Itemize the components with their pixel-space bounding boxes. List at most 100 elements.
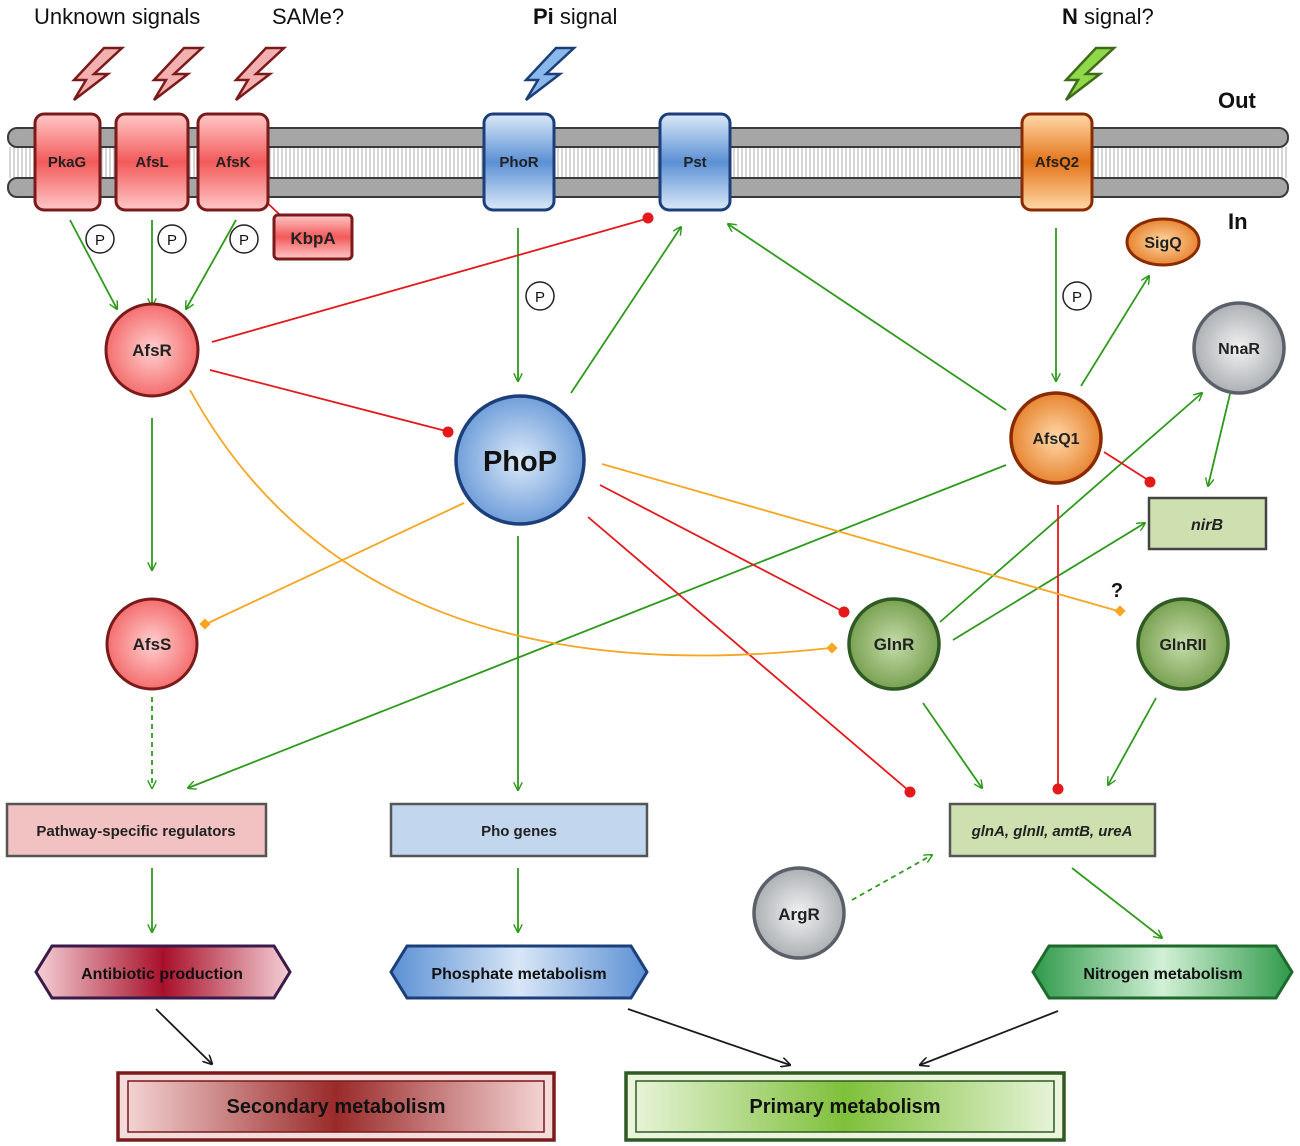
arrow-nnar-nirb [1208,393,1231,486]
kbpa-label: KbpA [290,229,335,248]
glnr-label: GlnR [874,635,915,654]
same-signal-label: SAMe? [272,4,344,29]
phospho-label: P [239,232,249,249]
pkag-label: PkaG [48,154,86,171]
arrow-afsq1-sigq [1080,276,1149,387]
arrow-gln-genes-nitrogen [1071,867,1162,938]
secondary-metabolism-box: Secondary metabolism [116,1071,556,1142]
repression-terminals [250,187,1156,798]
phosphate-metabolism-banner: Phosphate metabolism [389,944,649,1000]
nitrogen-label: Nitrogen metabolism [1083,966,1242,983]
arrow-afsk-afsr [186,219,237,309]
phospho-marker: P [229,224,259,254]
arrow-phop-pst [570,227,681,394]
glnr-node: GlnR [847,597,941,691]
pathway-label: Pathway-specific regulators [36,823,235,840]
sigq-label: SigQ [1144,235,1181,252]
afsr-node: AfsR [104,302,200,398]
out-label: Out [1218,88,1257,113]
phosphate-label: Phosphate metabolism [431,966,606,983]
afsq1-label: AfsQ1 [1032,431,1079,448]
afsr-label: AfsR [132,341,172,360]
glnrii-node: GlnRII [1136,597,1230,691]
pi-rest: signal [554,4,618,29]
nirb-label: nirB [1191,517,1223,534]
in-label: In [1228,209,1248,234]
pho-genes-box: Pho genes [389,802,649,858]
arrow-phosphate-primary [627,1008,790,1065]
nnar-node: NnaR [1192,301,1286,395]
gln-genes-label: glnA, glnII, amtB, ureA [971,823,1133,840]
lightning-icon [233,46,288,101]
phop-label: PhoP [483,446,557,478]
lightning-icon [71,46,126,101]
afsl-protein: AfsL [114,112,190,212]
glnrii-label: GlnRII [1159,637,1206,654]
phop-node: PhoP [454,394,586,526]
repression-phop-glnr [599,484,843,612]
gln-genes-box: glnA, glnII, amtB, ureA [948,802,1157,858]
arrow-nitrogen-primary [920,1010,1059,1065]
lightning-icon [151,46,206,101]
arrow-glnr-gln-genes [922,702,982,788]
phospho-marker: P [85,224,115,254]
primary-metabolism-box: Primary metabolism [624,1071,1066,1142]
lightning-icon [523,46,578,101]
afsq1-node: AfsQ1 [1009,391,1103,485]
n-bold: N [1062,4,1078,29]
arrow-glnrii-gln-genes [1108,697,1157,785]
secondary-label: Secondary metabolism [227,1096,446,1118]
repression-phop-gln-genes [587,516,909,791]
pkag-protein: PkaG [33,112,102,212]
n-rest: signal? [1078,4,1154,29]
phospho-marker: P [525,281,555,311]
pathway-regulators-box: Pathway-specific regulators [5,802,268,858]
pho-genes-label: Pho genes [481,823,557,840]
phospho-marker: P [157,224,187,254]
question-mark: ? [1111,580,1123,602]
phospho-label: P [535,289,545,306]
arrow-antibiotic-secondary [155,1008,212,1064]
nnar-label: NnaR [1218,341,1260,358]
pst-protein: Pst [658,112,732,212]
repression-afsr-phop [209,369,447,432]
pst-label: Pst [683,154,706,171]
phospho-label: P [167,232,177,249]
phor-protein: PhoR [482,112,556,212]
arrow-glnr-nnar [939,393,1202,623]
lightning-icon [1063,46,1118,101]
arrow-glnr-nirb [952,523,1145,641]
n-signal-label: N signal? [1062,4,1154,29]
repression-afsq1-nirb [1103,451,1149,481]
orange-phop-afss [205,502,465,625]
sigq-node: SigQ [1125,217,1201,267]
nitrogen-metabolism-banner: Nitrogen metabolism [1031,944,1294,1000]
arrow-afsq1-pst [728,224,1007,411]
nirb-box: nirB [1147,496,1268,551]
afss-node: AfsS [105,597,199,691]
orange-terminals [199,605,1126,654]
phospho-marker: P [1062,281,1092,311]
argr-node: ArgR [752,866,846,960]
arrow-pkag-afsr [69,219,117,309]
afsk-label: AfsK [215,154,250,171]
argr-label: ArgR [778,905,820,924]
arrow-argr-gln-genes [851,855,932,901]
primary-label: Primary metabolism [749,1096,940,1118]
afsq2-label: AfsQ2 [1035,154,1079,171]
afsk-protein: AfsK [196,112,270,212]
kbpa-node: KbpA [272,213,354,261]
afsl-label: AfsL [135,154,168,171]
arrow-afsq1-pathway [188,464,1007,788]
pi-signal-label: Pi signal [533,4,617,29]
repression-afsr-pst [211,218,647,343]
orange-afsr-glnr [189,389,831,657]
antibiotic-label: Antibiotic production [81,966,243,983]
afss-label: AfsS [133,635,172,654]
phospho-label: P [95,232,105,249]
afsq2-protein: AfsQ2 [1020,112,1094,212]
phor-label: PhoR [499,154,538,171]
orange-phop-glnrii [601,463,1119,612]
